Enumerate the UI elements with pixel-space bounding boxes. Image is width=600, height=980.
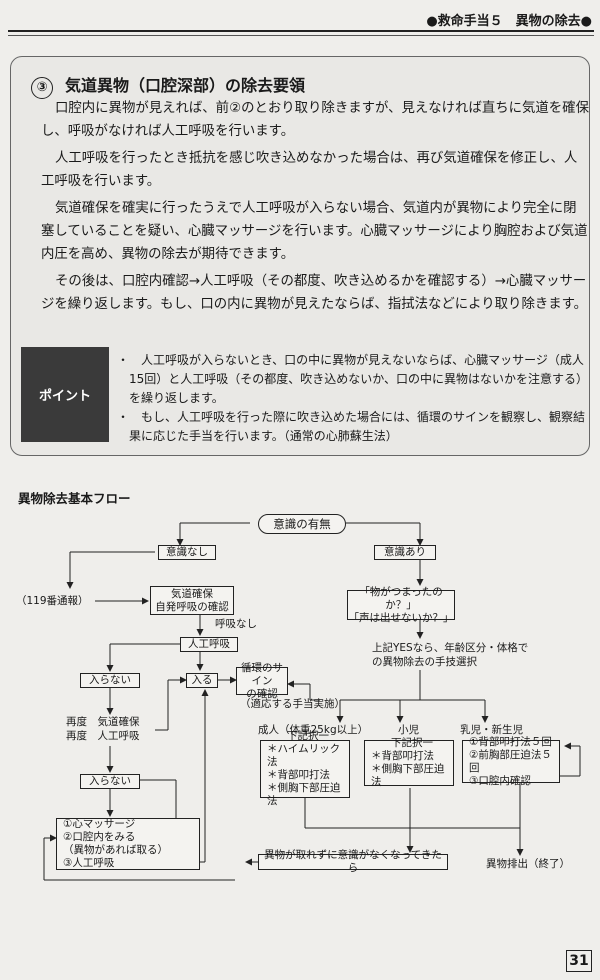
child-method-2: ＊側胸下部圧迫法 (371, 763, 445, 788)
point-box: ポイント ・ 人工呼吸が入らないとき、口の中に異物が見えないならば、心臓マッサー… (21, 347, 587, 443)
node-circulation-line1: 循環のサイン (241, 661, 283, 687)
node-cpr-line4: ③人工呼吸 (63, 857, 115, 869)
section-heading: 気道異物（口腔深部）の除去要領 (65, 76, 306, 95)
adult-method-0: 下記択一 (287, 730, 329, 742)
label-adult: 成人（体重25kg以上） (258, 724, 369, 736)
node-removed: 異物排出（終了） (486, 858, 570, 870)
node-airway-line2: 自発呼吸の確認 (155, 600, 229, 613)
node-question-line1: 「物がつまったのか？」 (359, 585, 443, 611)
box-infant-methods: ①背部叩打法５回 ②前胸部圧迫法５回 ③口腔内確認 (462, 736, 560, 787)
node-cpr-line3: （異物があれば取る） (63, 844, 168, 856)
child-method-1: ＊背部叩打法 (371, 750, 434, 762)
node-question: 「物がつまったのか？」 「声は出せないか？」 (347, 586, 455, 624)
node-recheck-line2: 再度 人工呼吸 (66, 730, 140, 742)
label-infant: 乳児・新生児 (460, 724, 523, 736)
section-number: ③ (31, 77, 53, 99)
paragraph-3: 気道確保を確実に行ったうえで人工呼吸が入らない場合、気道内が異物により完全に閉塞… (41, 201, 588, 262)
infant-method-2: ②前胸部圧迫法５回 (469, 748, 552, 774)
infant-method-3: ③口腔内確認 (469, 774, 531, 787)
node-fails-2: 入らない (80, 774, 140, 789)
paragraph-1: 口腔内に異物が見えれば、前②のとおり取り除きますが、見えなければ直ちに気道を確保… (41, 101, 589, 139)
point-item-1: ・ 人工呼吸が入らないとき、口の中に異物が見えないならば、心臓マッサージ（成人1… (117, 353, 584, 405)
infant-method-1: ①背部叩打法５回 (469, 735, 552, 748)
point-item-2: ・ もし、人工呼吸を行った際に吹き込めた場合には、循環のサインを観察し、観察結果… (117, 410, 586, 443)
node-rescue-breathing: 人工呼吸 (180, 637, 238, 652)
paragraph-2: 人工呼吸を行ったとき抵抗を感じ吹き込めなかった場合は、再び気道確保を修正し、人工… (41, 151, 578, 189)
node-consciousness: 意識の有無 (258, 514, 346, 534)
adult-method-3: ＊側胸下部圧迫法 (267, 782, 341, 807)
node-has-consciousness: 意識あり (374, 545, 436, 560)
page-number: 31 (566, 950, 592, 972)
adult-method-2: ＊背部叩打法 (267, 769, 330, 781)
box-adult-methods: 下記択一 ＊ハイムリック法 ＊背部叩打法 ＊側胸下部圧迫法 (260, 730, 350, 807)
node-no-consciousness: 意識なし (158, 545, 216, 560)
node-select-line1: 上記YESなら、年齢区分・体格で (372, 642, 529, 654)
node-appropriate-care: （適応する手当実施） (240, 698, 345, 710)
flow-title: 異物除去基本フロー (18, 491, 131, 506)
box-child-methods: 下記択一 ＊背部叩打法 ＊側胸下部圧迫法 (364, 737, 454, 788)
adult-method-1: ＊ハイムリック法 (267, 743, 341, 768)
node-recheck-line1: 再度 気道確保 (66, 716, 140, 728)
node-airway-line1: 気道確保 (171, 587, 213, 600)
node-cpr-line1: ①心マッサージ (63, 818, 136, 830)
section-title: ③ 気道異物（口腔深部）の除去要領 (31, 72, 305, 99)
header-rule (8, 30, 594, 32)
point-label: ポイント (21, 347, 109, 442)
node-cpr-line2: ②口腔内をみる (63, 831, 136, 843)
node-119-call: （119番通報） (16, 595, 89, 607)
node-deteriorate: 異物が取れずに意識がなくなってきたら (258, 849, 448, 874)
node-circulation: 循環のサイン の確認 (236, 662, 288, 700)
node-airway: 気道確保 自発呼吸の確認 (150, 586, 234, 615)
node-question-line2: 「声は出せないか？」 (348, 611, 454, 624)
node-select-line2: の異物除去の手技選択 (372, 656, 477, 668)
node-cpr-cycle: ①心マッサージ ②口腔内をみる （異物があれば取る） ③人工呼吸 (56, 818, 200, 870)
node-no-breathing: 呼吸なし (215, 618, 257, 630)
label-child: 小児 (398, 724, 419, 736)
content-panel: ③ 気道異物（口腔深部）の除去要領 口腔内に異物が見えれば、前②のとおり取り除きま… (10, 56, 590, 456)
paragraph-4: その後は、口腔内確認→人工呼吸（その都度、吹き込めるかを確認する）→心臓マッサー… (41, 274, 588, 312)
node-succeeds: 入る (186, 673, 218, 688)
point-text: ・ 人工呼吸が入らないとき、口の中に異物が見えないならば、心臓マッサージ（成人1… (117, 351, 587, 446)
running-header: ●救命手当５ 異物の除去● (426, 14, 592, 29)
header-rule-thin (8, 35, 594, 36)
node-circulation-line2: の確認 (246, 687, 278, 700)
node-fails: 入らない (80, 673, 140, 688)
child-method-0: 下記択一 (391, 737, 433, 749)
